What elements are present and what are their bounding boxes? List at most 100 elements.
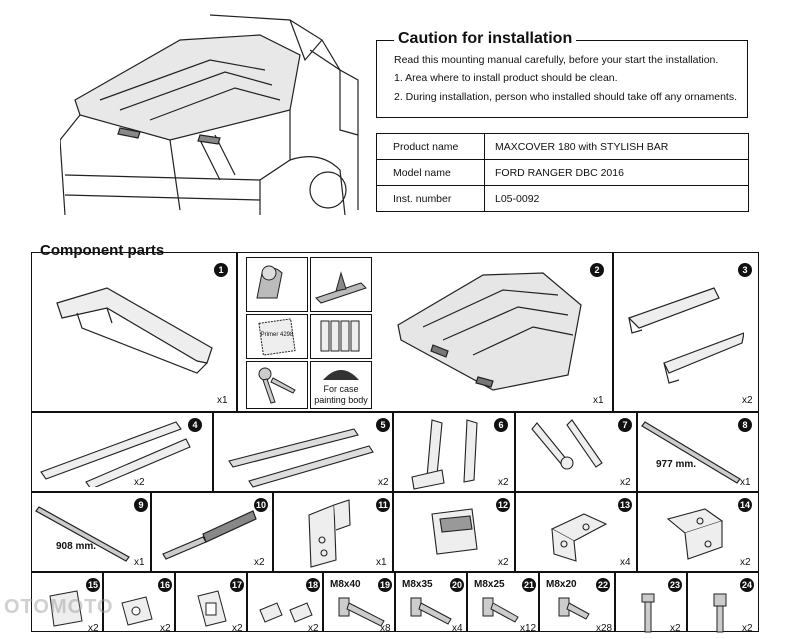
part-number-badge: 24 — [740, 578, 754, 592]
table-row: Inst. number L05-0092 — [376, 185, 749, 212]
caution-item-1: 1. Area where to install product should … — [394, 72, 618, 84]
caution-title: Caution for installation — [394, 30, 577, 48]
part-number-badge: 22 — [596, 578, 610, 592]
bolt-icon — [482, 597, 519, 623]
key-icon — [258, 367, 296, 404]
rubber-seal-box — [310, 257, 372, 312]
part-number-badge: 6 — [494, 418, 508, 432]
part-number-badge: 5 — [376, 418, 390, 432]
part-number-badge: 1 — [214, 263, 228, 277]
bolt-size-label: M8x20 — [546, 579, 577, 590]
side-rail-bracket-icon — [40, 421, 191, 487]
weatherstrip-seal-box — [246, 257, 308, 312]
part-quantity: x2 — [498, 557, 509, 568]
part-number-badge: 7 — [618, 418, 632, 432]
part-cell-14: 14 x2 — [637, 492, 759, 572]
bolt-size-label: M8x40 — [330, 579, 361, 590]
clamp-bracket-icon — [431, 508, 478, 555]
long-rail-icon — [228, 428, 374, 488]
caution-item-2: 2. During installation, person who insta… — [394, 91, 738, 103]
part-number-badge: 8 — [738, 418, 752, 432]
part-cell-24: 24 x2 — [687, 572, 759, 634]
part-cell-19: M8x40 19 x8 — [323, 572, 395, 634]
part-cell-6: 6 x2 — [393, 412, 515, 492]
caps-icon — [320, 320, 360, 352]
watermark: OTOMOTO — [4, 596, 114, 618]
table-row: Model name FORD RANGER DBC 2016 — [376, 159, 749, 186]
paint-case-box: For case painting body — [310, 361, 372, 409]
part-number-badge: 16 — [158, 578, 172, 592]
table-row: Product name MAXCOVER 180 with STYLISH B… — [376, 133, 749, 160]
part-cell-13: 13 x4 — [515, 492, 637, 572]
part-cell-10: 10 x2 — [151, 492, 273, 572]
angle-bracket-icon — [550, 513, 608, 562]
bolt-icon — [410, 597, 452, 625]
model-name-value: FORD RANGER DBC 2016 — [484, 159, 749, 186]
part-number-badge: 10 — [254, 498, 268, 512]
part-number-badge: 2 — [590, 263, 604, 277]
bolt-size-label: M8x25 — [474, 579, 505, 590]
part-cell-20: M8x35 20 x4 — [395, 572, 467, 634]
primer-pad-box: Primer 4298 — [246, 314, 308, 359]
part-number-badge: 13 — [618, 498, 632, 512]
product-name-label: Product name — [376, 133, 485, 160]
caution-intro: Read this mounting manual carefully, bef… — [394, 54, 719, 66]
part-cell-8: 8 x1 977 mm. — [637, 412, 759, 492]
part-cell-1: 1 x1 — [31, 252, 237, 412]
keys-box — [246, 361, 308, 409]
screw-icon — [641, 593, 655, 633]
part-number-badge: 15 — [86, 578, 100, 592]
part-cell-9: 9 x1 908 mm. — [31, 492, 151, 572]
mounting-plate-icon — [308, 499, 351, 568]
part-cell-22: M8x20 22 x28 — [539, 572, 615, 634]
part-quantity: x1 — [376, 557, 387, 568]
part-cell-23: 23 x2 — [615, 572, 687, 634]
part-quantity: x2 — [134, 477, 145, 488]
primer-pad-icon — [258, 318, 296, 356]
part-cell-4: 4 x2 — [31, 412, 213, 492]
support-rod-icon — [35, 506, 130, 562]
angle-bracket-icon — [666, 508, 724, 560]
caps-box — [310, 314, 372, 359]
part-quantity: x1 — [217, 395, 228, 406]
part-number-badge: 18 — [306, 578, 320, 592]
part-cell-12: 12 x2 — [393, 492, 515, 572]
part-cell-3: 3 x2 — [613, 252, 759, 412]
paint-case-icon — [323, 370, 359, 380]
part-quantity: x1 — [593, 395, 604, 406]
part-quantity: x2 — [740, 557, 751, 568]
part-quantity: x2 — [254, 557, 265, 568]
support-rod-icon — [641, 421, 741, 484]
part-number-badge: 23 — [668, 578, 682, 592]
part-number-badge: 9 — [134, 498, 148, 512]
part-number-badge: 11 — [376, 498, 390, 512]
part-number-badge: 21 — [522, 578, 536, 592]
primer-pad-text: Primer 4298 — [260, 332, 294, 338]
hinge-arm-icon — [531, 419, 603, 470]
part-number-badge: 17 — [230, 578, 244, 592]
paint-case-label: For case painting body — [314, 384, 368, 405]
part-cell-18: 18 x2 — [247, 572, 323, 634]
bolt-icon — [338, 597, 385, 627]
stylish-bar-icon — [56, 287, 213, 374]
product-info-table: Product name MAXCOVER 180 with STYLISH B… — [376, 133, 749, 212]
part-quantity: x2 — [378, 477, 389, 488]
part-cell-7: 7 x2 — [515, 412, 637, 492]
part-number-badge: 3 — [738, 263, 752, 277]
component-parts-title: Component parts — [36, 242, 169, 259]
part-cell-21: M8x25 21 x12 — [467, 572, 539, 634]
part-quantity: x2 — [620, 477, 631, 488]
part-cell-11: 11 x1 — [273, 492, 393, 572]
part-quantity: x2 — [742, 395, 753, 406]
part-number-badge: 4 — [188, 418, 202, 432]
part-cell-17: 17 x2 — [175, 572, 247, 634]
spacer-icon — [713, 593, 727, 633]
rubber-seal-icon — [315, 271, 367, 304]
truck-illustration — [60, 14, 359, 216]
model-name-label: Model name — [376, 159, 485, 186]
part-quantity: x4 — [620, 557, 631, 568]
part-number-badge: 14 — [738, 498, 752, 512]
tonneau-cover-icon — [397, 272, 582, 391]
part-number-badge: 20 — [450, 578, 464, 592]
part-quantity: x1 — [134, 557, 145, 568]
